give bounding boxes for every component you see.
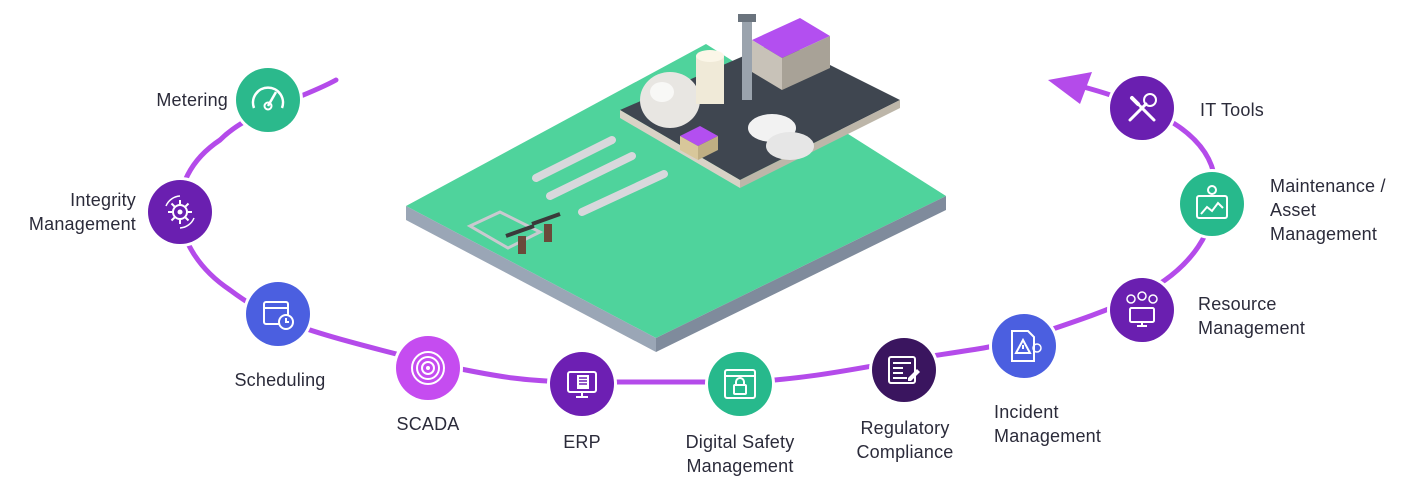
erp-label: ERP xyxy=(563,432,601,452)
scada-node[interactable] xyxy=(396,336,460,400)
regulatory-compliance-label: Regulatory Compliance xyxy=(856,418,954,462)
integrity-management-node[interactable] xyxy=(148,180,212,244)
scheduling-node[interactable] xyxy=(246,282,310,346)
regulatory-compliance-node[interactable] xyxy=(872,338,936,402)
gear-cycle-icon xyxy=(165,195,195,229)
digital-safety-management-node[interactable] xyxy=(708,352,772,416)
scheduling-label: Scheduling xyxy=(234,370,326,390)
warning-document-icon xyxy=(1011,330,1042,362)
metering-node[interactable] xyxy=(236,68,300,132)
analytics-gear-icon xyxy=(1196,185,1228,219)
resource-management-node[interactable] xyxy=(1110,278,1174,342)
incident-management-label: Incident Management xyxy=(994,402,1102,446)
integrity-management-label: Integrity Management xyxy=(28,190,136,234)
erp-node[interactable] xyxy=(550,352,614,416)
document-pen-icon xyxy=(888,356,920,384)
signal-rings-icon xyxy=(411,351,445,385)
maintenance-asset-management-node[interactable] xyxy=(1180,172,1244,236)
team-monitor-icon xyxy=(1126,291,1158,327)
maintenance-asset-management-label: Maintenance / Asset Management xyxy=(1270,176,1386,244)
gas-plant-illustration xyxy=(406,14,946,352)
it-tools-label: IT Tools xyxy=(1200,100,1264,120)
monitor-document-icon xyxy=(567,371,597,398)
browser-lock-icon xyxy=(724,369,756,399)
resource-management-label: Resource Management xyxy=(1198,294,1306,338)
gauge-icon xyxy=(251,86,285,111)
incident-management-node[interactable] xyxy=(992,314,1056,378)
digital-safety-management-label: Digital Safety Management xyxy=(685,432,795,476)
flow-arrowhead xyxy=(1048,72,1092,104)
scada-label: SCADA xyxy=(396,414,460,434)
metering-label: Metering xyxy=(156,90,228,110)
wrench-screwdriver-icon xyxy=(1128,93,1157,122)
it-tools-node[interactable] xyxy=(1110,76,1174,140)
calendar-clock-icon xyxy=(263,301,294,330)
